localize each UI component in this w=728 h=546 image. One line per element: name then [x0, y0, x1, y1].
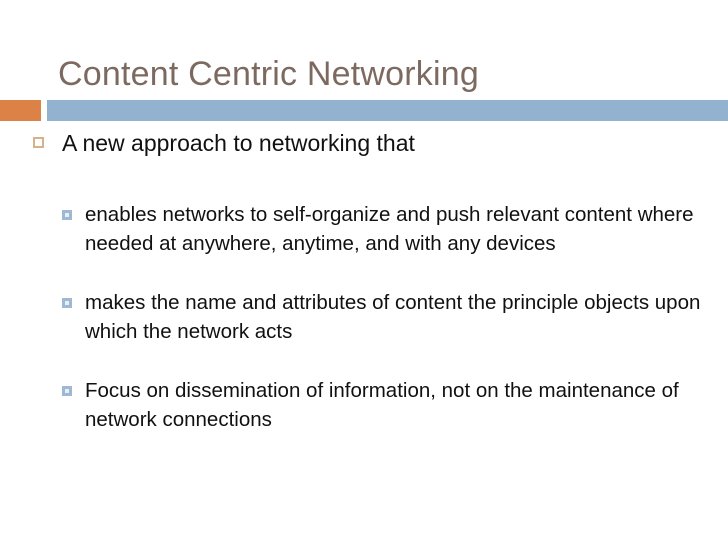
bullet-level2-list: enables networks to self-organize and pu…: [0, 200, 728, 434]
divider-blue-bar: [47, 100, 728, 121]
small-square-bullet-icon: [62, 386, 72, 396]
title-divider: [0, 100, 728, 121]
bullet-level2-item: makes the name and attributes of content…: [0, 288, 728, 346]
bullet-level2-item: enables networks to self-organize and pu…: [0, 200, 728, 258]
slide-title: Content Centric Networking: [58, 54, 479, 93]
bullet-level1-text: A new approach to networking that: [62, 130, 415, 156]
slide-body: A new approach to networking that enable…: [0, 128, 728, 434]
divider-accent-block: [0, 100, 41, 121]
bullet-level1-item: A new approach to networking that: [0, 128, 728, 158]
square-bullet-icon: [33, 137, 44, 148]
bullet-level2-text: makes the name and attributes of content…: [85, 291, 701, 343]
bullet-level2-item: Focus on dissemination of information, n…: [0, 376, 728, 434]
small-square-bullet-icon: [62, 210, 72, 220]
bullet-level2-text: Focus on dissemination of information, n…: [85, 379, 679, 431]
small-square-bullet-icon: [62, 298, 72, 308]
bullet-level2-text: enables networks to self-organize and pu…: [85, 203, 694, 255]
